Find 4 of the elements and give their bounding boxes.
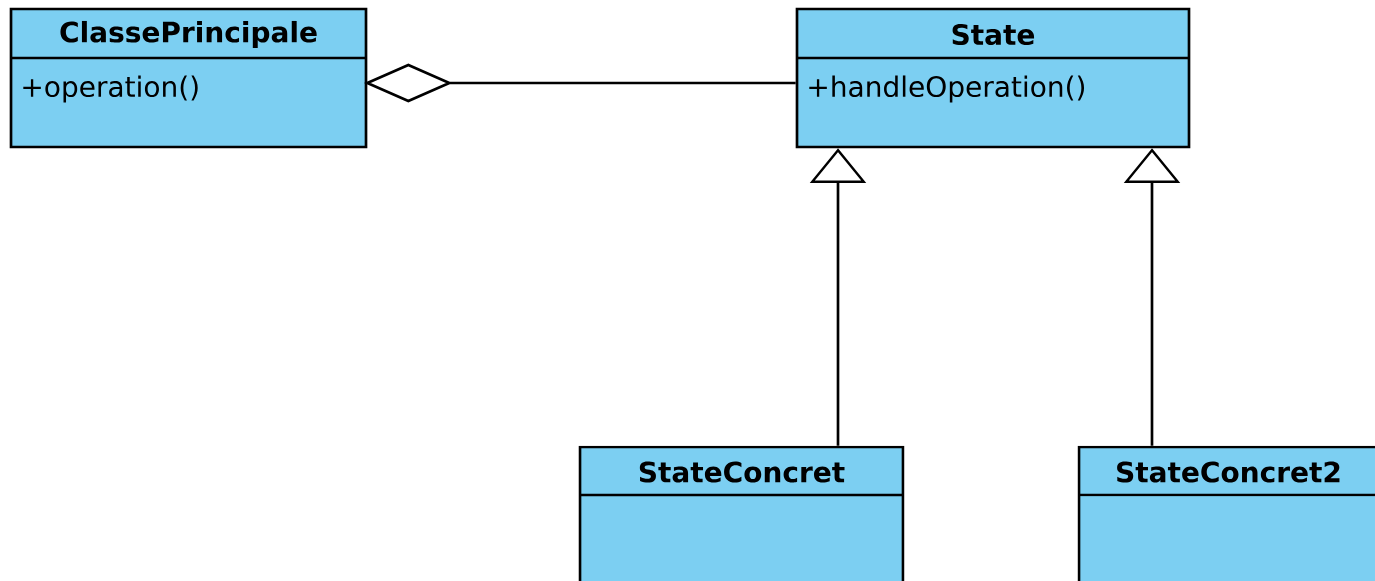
class-box: StateConcret2 xyxy=(1077,445,1375,581)
class-box: State +handleOperation() xyxy=(795,7,1191,149)
class-box: StateConcret xyxy=(578,445,905,581)
class-box: ClassePrincipale +operation() xyxy=(9,7,368,149)
